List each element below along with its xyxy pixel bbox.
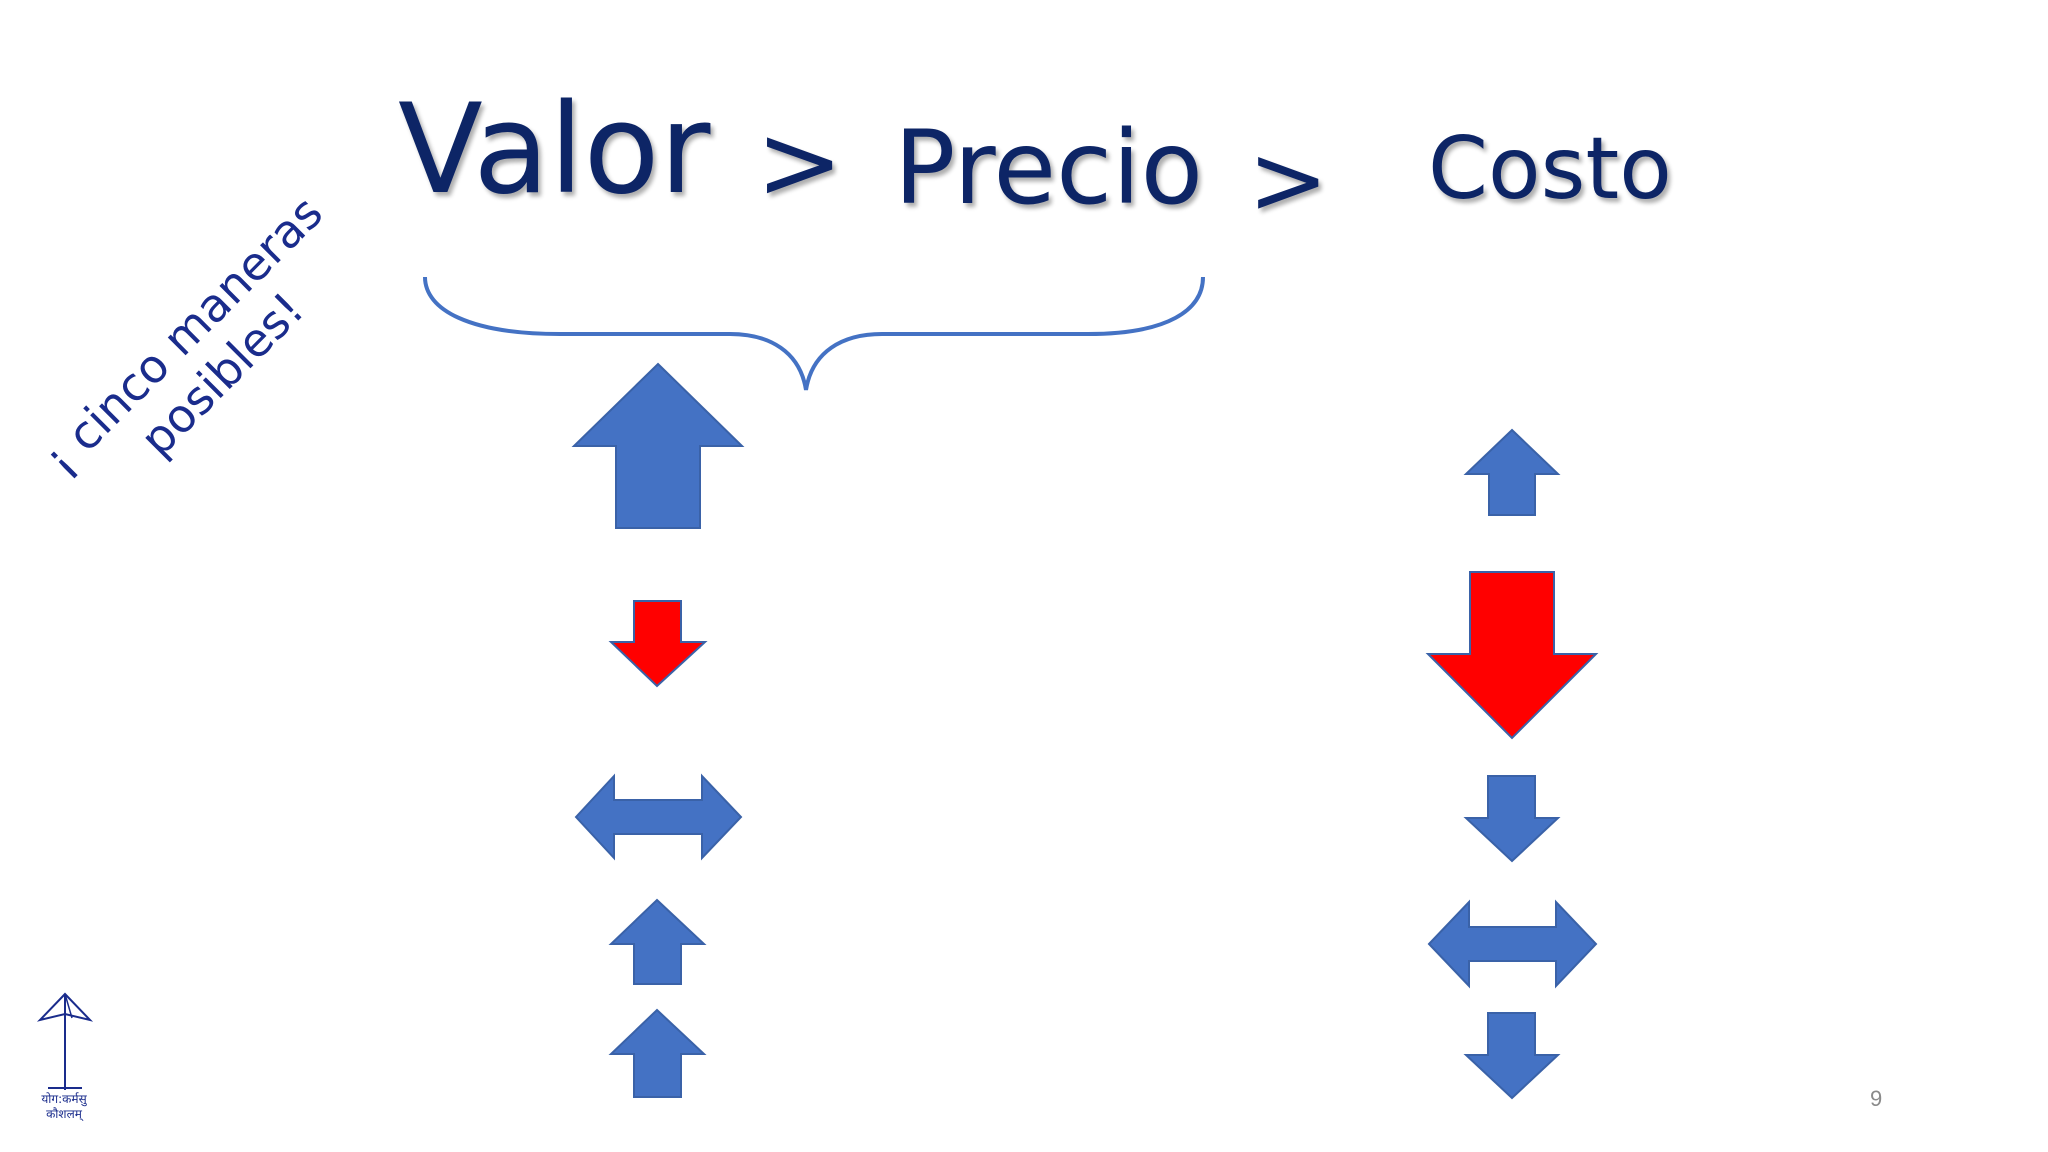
arrow-up-small-icon bbox=[608, 1008, 707, 1098]
title-costo: Costo bbox=[1428, 119, 1672, 219]
arrow-down-red-small-icon bbox=[608, 600, 708, 688]
arrow-down-small-icon bbox=[1463, 775, 1561, 863]
title-greater-than-2: > bbox=[1248, 124, 1329, 236]
arrow-up-large-icon bbox=[571, 362, 745, 529]
arrow-left-right-icon bbox=[574, 773, 743, 861]
page-number: 9 bbox=[1870, 1086, 1883, 1111]
arrow-down-red-large-icon bbox=[1425, 571, 1599, 740]
arrow-up-small-icon bbox=[1463, 428, 1561, 516]
arrow-left-right-icon bbox=[1427, 899, 1598, 989]
arrow-up-small-icon bbox=[608, 898, 707, 985]
title-greater-than-1: > bbox=[756, 101, 844, 223]
logo-caption-line-1: योग:कर्मसु bbox=[41, 1092, 87, 1106]
logo-caption-line-2: कौशलम् bbox=[46, 1107, 82, 1121]
logo-icon bbox=[36, 992, 94, 1090]
title-valor: Valor bbox=[398, 78, 711, 222]
logo-caption: योग:कर्मसु कौशलम् bbox=[24, 1092, 104, 1122]
title-precio: Precio bbox=[894, 109, 1203, 228]
arrow-down-small-icon bbox=[1463, 1012, 1561, 1100]
curly-brace bbox=[423, 276, 1205, 391]
